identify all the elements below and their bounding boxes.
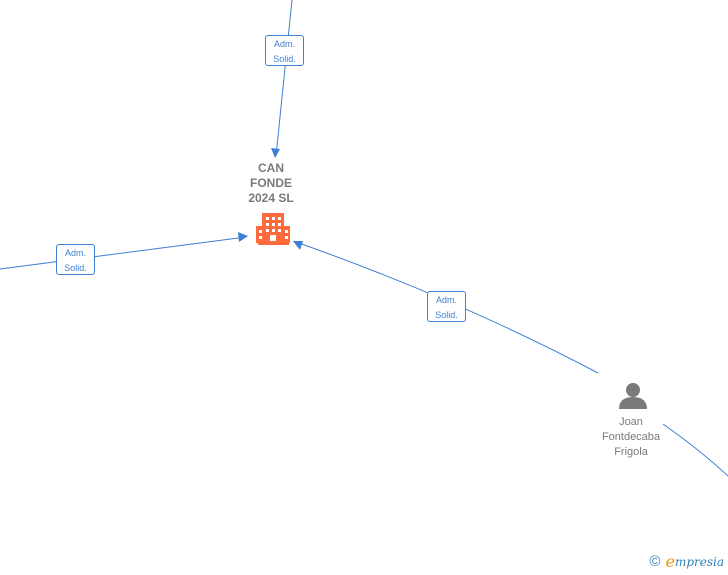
company-name-line: FONDE (250, 176, 292, 190)
company-name[interactable]: CAN FONDE 2024 SL (231, 161, 311, 206)
edge-line-top (275, 0, 293, 157)
brand-name: mpresia (674, 554, 724, 569)
edge-label-line: Adm. (273, 39, 295, 49)
edge-label-line: Adm. (64, 248, 86, 258)
company-name-line: CAN (258, 161, 284, 175)
person-name-line: Frigola (614, 446, 648, 458)
edge-label-person[interactable]: Adm. Solid. (427, 291, 466, 322)
person-name-line: Joan (619, 416, 643, 428)
person-name[interactable]: Joan Fontdecaba Frigola (581, 415, 681, 460)
edge-label-line: Solid. (273, 54, 296, 64)
edge-line-left (0, 236, 247, 270)
edge-arrow-top (271, 148, 280, 158)
person-name-line: Fontdecaba (601, 431, 661, 443)
person-icon[interactable] (619, 383, 647, 409)
edge-label-line: Adm. (435, 295, 457, 305)
company-name-line: 2024 SL (248, 191, 294, 205)
edge-arrow-left (238, 232, 248, 242)
copyright-icon: © (649, 553, 661, 570)
edge-label-left[interactable]: Adm. Solid. (56, 244, 95, 275)
edge-arrow-person (293, 241, 303, 250)
edge-label-top[interactable]: Adm. Solid. (265, 35, 304, 66)
brand-initial: e (665, 552, 675, 571)
footer-brand[interactable]: © e mpresia (649, 552, 724, 571)
edge-label-line: Solid. (64, 263, 87, 273)
edge-label-line: Solid. (435, 310, 458, 320)
building-icon[interactable] (256, 213, 290, 245)
edge-line-bottom-right (662, 423, 728, 477)
